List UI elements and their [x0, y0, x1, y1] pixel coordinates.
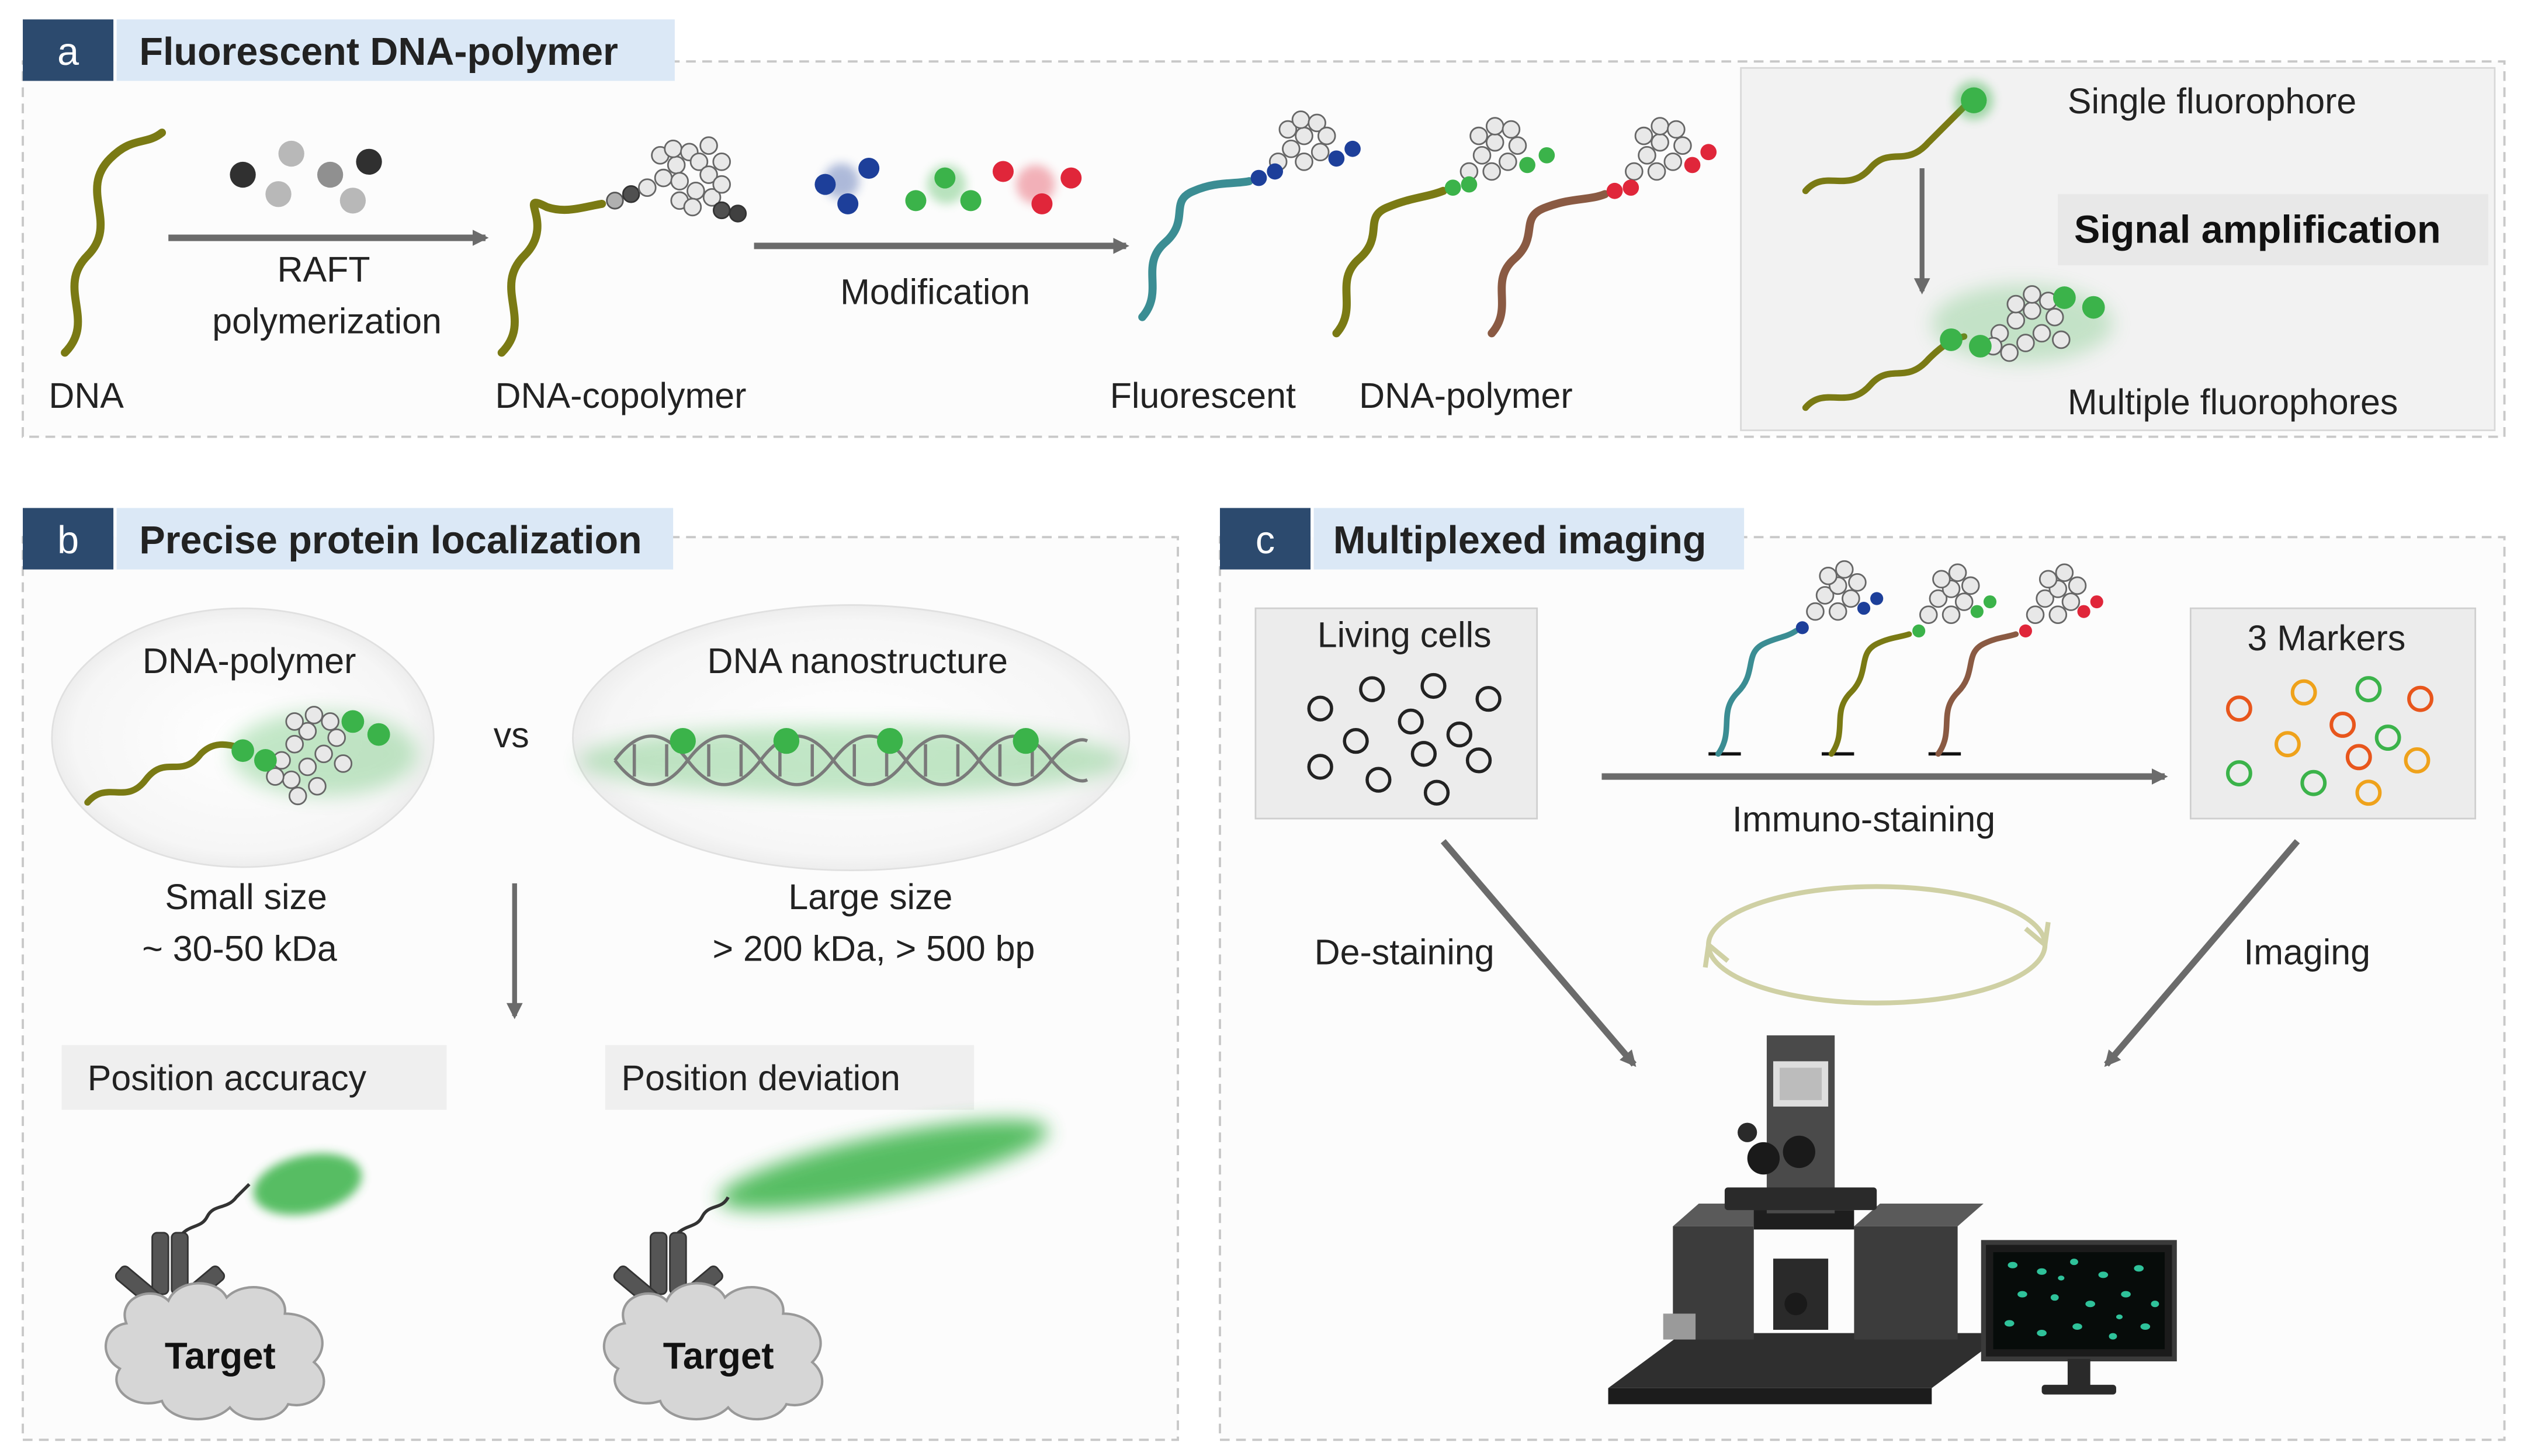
panel-a-letter-box	[23, 19, 114, 81]
target-right-label: Target	[663, 1335, 774, 1377]
living-cells-box	[1254, 607, 1538, 820]
fluorescent-dna-polymer-blue	[1138, 110, 1361, 321]
de-staining-arrow	[1440, 839, 1637, 1067]
target-left-label: Target	[165, 1335, 276, 1377]
panel-c-letter: c	[1256, 519, 1275, 562]
dna-polymer-strand	[84, 741, 243, 806]
probe-olive-green	[1822, 563, 1997, 757]
panel-b-letter-box	[23, 508, 114, 570]
panel-b-title: Precise protein localization	[139, 519, 642, 562]
panel-b-title-box	[116, 508, 674, 570]
cell-circles	[1307, 672, 1502, 806]
panel-a-letter: a	[57, 30, 79, 74]
probe-brown-red	[1928, 563, 2103, 757]
modification-label: Modification	[840, 272, 1030, 312]
accuracy-signal-spot	[253, 1153, 362, 1215]
single-fluorophore-label: Single fluorophore	[2068, 81, 2356, 121]
multiple-fluorophores-label: Multiple fluorophores	[2068, 382, 2398, 422]
target-right-shape	[602, 1282, 824, 1421]
position-deviation-label: Position deviation	[622, 1058, 900, 1098]
panel-a: a Fluorescent DNA-polymer DNA RAFT polym…	[22, 19, 2506, 438]
panel-c: c Multiplexed imaging Living cells	[1219, 508, 2506, 1441]
target-left-shape	[104, 1282, 325, 1421]
probe-teal-blue	[1708, 560, 1884, 757]
microscope-icon	[1608, 1035, 2006, 1405]
panel-c-letter-box	[1220, 508, 1311, 570]
large-mass-label: > 200 kDa, > 500 bp	[712, 929, 1035, 969]
raft-label: RAFT	[278, 249, 370, 289]
panel-b: b Precise protein localization DNA-polym…	[22, 508, 1179, 1441]
small-size-label: Small size	[165, 877, 327, 917]
monitor-cell-spots	[2004, 1259, 2159, 1340]
cycle-ring-head-top	[2024, 921, 2051, 949]
dna-copolymer	[497, 136, 747, 357]
dna-strand	[61, 129, 167, 357]
imaging-label: Imaging	[2244, 932, 2370, 972]
living-cells-label: Living cells	[1318, 615, 1492, 655]
panel-c-title-box	[1313, 508, 1745, 570]
panel-a-title: Fluorescent DNA-polymer	[139, 30, 618, 74]
multiple-fluorophores-strand	[1802, 333, 1968, 411]
accuracy-linker	[176, 1183, 251, 1240]
single-fluorophore-strand	[1802, 100, 1971, 195]
fluorescent-dna-polymer-green	[1332, 117, 1555, 338]
amplification-label-box	[2058, 194, 2488, 266]
de-staining-label: De-staining	[1315, 932, 1495, 972]
deviation-linker	[671, 1196, 730, 1240]
immuno-staining-label: Immuno-staining	[1732, 799, 1995, 839]
vs-label: vs	[494, 715, 529, 755]
panel-c-title: Multiplexed imaging	[1333, 519, 1707, 562]
panel-b-letter: b	[57, 519, 79, 562]
marker-circles	[2225, 676, 2433, 806]
fluorophore-dots	[814, 157, 1082, 214]
signal-amplification-box: Single fluorophore Signal amplification …	[1740, 67, 2496, 431]
fluorescent-dna-polymer-red	[1488, 117, 1717, 338]
large-size-label: Large size	[788, 877, 952, 917]
dna-label: DNA	[48, 376, 124, 415]
imaging-arrow	[2104, 839, 2300, 1067]
panel-a-title-box	[116, 19, 675, 81]
copolymer-label: DNA-copolymer	[495, 376, 747, 415]
small-mass-label: ~ 30-50 kDa	[142, 929, 337, 969]
monitor-icon	[1981, 1240, 2177, 1395]
dna-polymer-label: DNA-polymer	[1359, 376, 1573, 415]
markers-label: 3 Markers	[2248, 618, 2406, 658]
deviation-signal-spot	[719, 1119, 1048, 1210]
cycle-ring-head-bottom	[1703, 940, 1730, 968]
dna-nanostructure-title: DNA nanostructure	[707, 641, 1008, 681]
amplification-label: Signal amplification	[2074, 208, 2441, 251]
position-deviation-box	[605, 1045, 975, 1110]
position-accuracy-label: Position accuracy	[88, 1058, 367, 1098]
polymerization-label: polymerization	[212, 301, 442, 341]
fluorescent-label: Fluorescent	[1110, 376, 1296, 415]
dna-polymer-title: DNA-polymer	[143, 641, 356, 681]
position-accuracy-box	[61, 1045, 447, 1110]
monomer-dots	[230, 140, 382, 214]
